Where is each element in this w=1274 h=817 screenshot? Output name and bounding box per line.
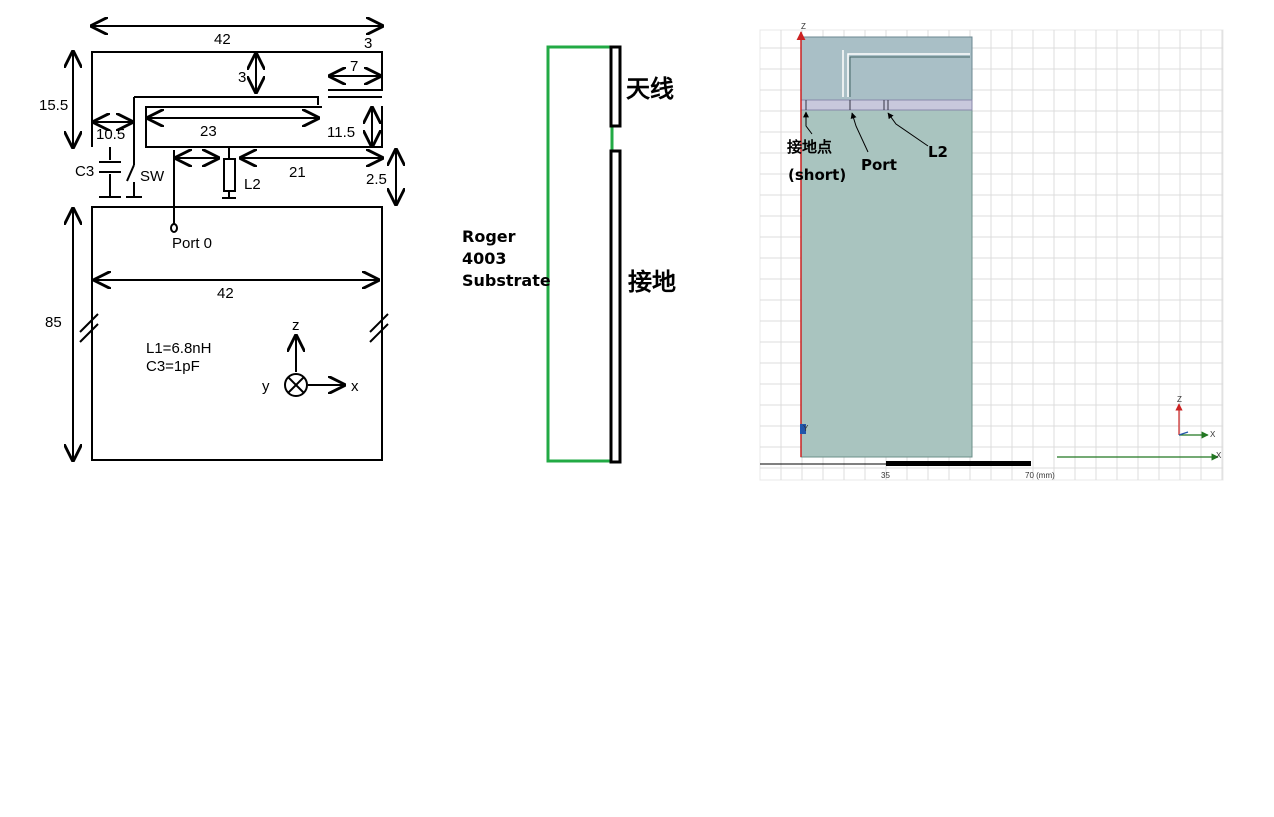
- label-port: Port 0: [172, 235, 212, 252]
- l2-inductor: [223, 158, 236, 192]
- mini-x-label: X: [1210, 430, 1216, 439]
- l2-label: L2: [928, 143, 948, 161]
- substrate-label-line1: Roger: [462, 227, 516, 246]
- antenna-copper-layer: [609, 45, 622, 128]
- antenna-feed-arm: [134, 96, 319, 105]
- label-ground-width: 42: [217, 285, 234, 302]
- ground-copper-layer: [609, 149, 622, 464]
- port-annotation-arrow: [850, 112, 869, 153]
- label-axis-x: x: [351, 378, 359, 395]
- short-label-line1: 接地点: [787, 138, 832, 156]
- simulation-view: [759, 29, 1224, 481]
- ground-layer-label: 接地: [628, 268, 676, 296]
- sim-y-axis-marker: [800, 424, 806, 434]
- label-gap-height: 2.5: [366, 171, 387, 188]
- label-long-seg: 23: [200, 123, 217, 140]
- label-c3-value: C3=1pF: [146, 358, 200, 375]
- label-ground-height: 85: [45, 314, 62, 331]
- substrate-outline: [546, 45, 612, 463]
- scale-mid-label: 35: [881, 471, 890, 480]
- ground-plane: [91, 206, 383, 461]
- sim-feed-strip: [800, 99, 973, 111]
- sim-antenna-slot-c: [849, 56, 970, 97]
- break-mark-left-a: [79, 313, 99, 333]
- label-left-seg: 10.5: [96, 126, 125, 143]
- axis-y-cross-b: [287, 376, 305, 394]
- sim-ground-board: [800, 109, 973, 458]
- break-mark-right-b: [369, 323, 389, 343]
- antenna-outer-trace: [91, 51, 383, 147]
- stackup-diagram: [546, 45, 622, 464]
- mini-y-axis: [1178, 431, 1189, 436]
- break-mark-left-b: [79, 323, 99, 343]
- label-axis-z: z: [292, 317, 300, 334]
- antenna-layout-diagram: [73, 26, 396, 460]
- label-c3: C3: [75, 163, 94, 180]
- short-label-line2: (short): [788, 166, 846, 184]
- port-terminal: [170, 223, 178, 233]
- label-right-seg: 11.5: [327, 124, 355, 141]
- short-annotation-arrow: [803, 111, 813, 135]
- antenna-inner-trace: [145, 106, 383, 148]
- axis-y-into-page-icon: [284, 373, 308, 397]
- antenna-layer-label: 天线: [626, 75, 674, 103]
- sim-x-label: X: [1216, 451, 1222, 460]
- scale-end-label: 70 (mm): [1025, 471, 1055, 480]
- label-inner-gap: 3: [238, 69, 246, 86]
- mini-z-label: Z: [1177, 395, 1182, 404]
- label-slot: 7: [350, 58, 358, 75]
- label-axis-y: y: [262, 378, 270, 395]
- switch-blade: [126, 164, 135, 182]
- label-sw: SW: [140, 168, 165, 185]
- scale-bar-dark: [886, 461, 1031, 466]
- port-label: Port: [861, 156, 897, 174]
- label-top-right-gap: 3: [364, 35, 372, 52]
- l2-annotation-arrow: [887, 112, 929, 147]
- sim-z-label: Z: [801, 22, 806, 31]
- substrate-label-line3: Substrate: [462, 271, 551, 290]
- label-l1-value: L1=6.8nH: [146, 340, 211, 357]
- sim-antenna-region: [800, 36, 973, 102]
- label-top-width: 42: [214, 31, 231, 48]
- sim-antenna-slot-b: [847, 53, 970, 97]
- label-height-left: 15.5: [39, 97, 68, 114]
- label-feed-seg: 21: [289, 164, 306, 181]
- label-l2: L2: [244, 176, 261, 193]
- sim-y-label: Y: [803, 424, 809, 433]
- substrate-label-line2: 4003: [462, 249, 507, 268]
- break-mark-right-a: [369, 313, 389, 333]
